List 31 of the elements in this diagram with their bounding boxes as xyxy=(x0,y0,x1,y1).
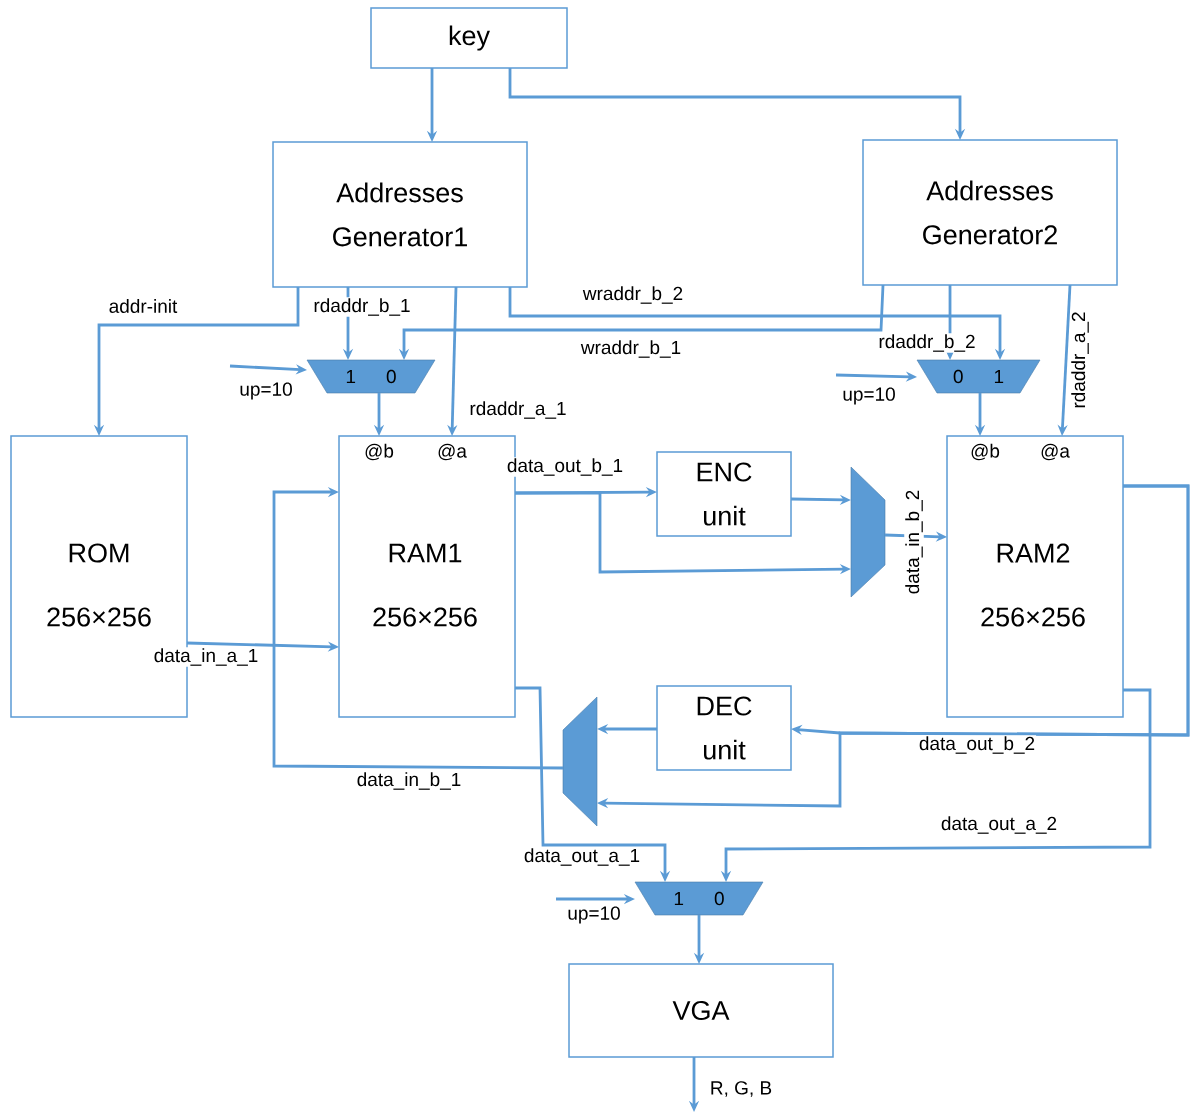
edge-label: wraddr_b_1 xyxy=(579,339,683,359)
output-box: VGA xyxy=(568,963,834,1058)
edge-label: R, G, B xyxy=(708,1080,774,1098)
multiplexer: 1 0 xyxy=(634,881,764,916)
edge-label: rdaddr_a_1 xyxy=(468,400,568,420)
edge-label: up=10 xyxy=(566,905,622,925)
multiplexer: 1 0 xyxy=(306,359,436,394)
edge-label: data_in_a_1 xyxy=(152,647,260,667)
arrow xyxy=(272,486,563,770)
generator-box: Addresses Generator2 xyxy=(862,139,1118,286)
unit-box: DEC unit xyxy=(656,685,792,771)
generator-box: Addresses Generator1 xyxy=(272,141,528,288)
input-box: key xyxy=(370,7,568,69)
edge-label: data_out_a_2 xyxy=(939,815,1059,835)
edge-label: data_out_b_1 xyxy=(505,457,625,477)
edge-label: addr-init xyxy=(107,298,179,314)
memory-block: @b @a RAM2 256×256 xyxy=(946,435,1124,718)
edge-label: up=10 xyxy=(238,381,294,401)
multiplexer xyxy=(850,466,886,598)
edge-label: data_out_b_2 xyxy=(917,735,1037,755)
edge-label: wraddr_b_2 xyxy=(581,285,685,305)
edge-label: rdaddr_a_2 xyxy=(1070,310,1090,410)
multiplexer: 0 1 xyxy=(916,359,1041,394)
edge-label: data_in_b_2 xyxy=(904,488,924,596)
edge-label: rdaddr_b_2 xyxy=(877,333,977,353)
unit-box: ENC unit xyxy=(656,451,792,537)
multiplexer xyxy=(562,696,598,827)
edge-label: rdaddr_b_1 xyxy=(312,297,412,317)
edge-label: data_in_b_1 xyxy=(355,771,463,791)
edge-label: up=10 xyxy=(841,386,897,406)
edge-label: data_out_a_1 xyxy=(522,847,642,867)
